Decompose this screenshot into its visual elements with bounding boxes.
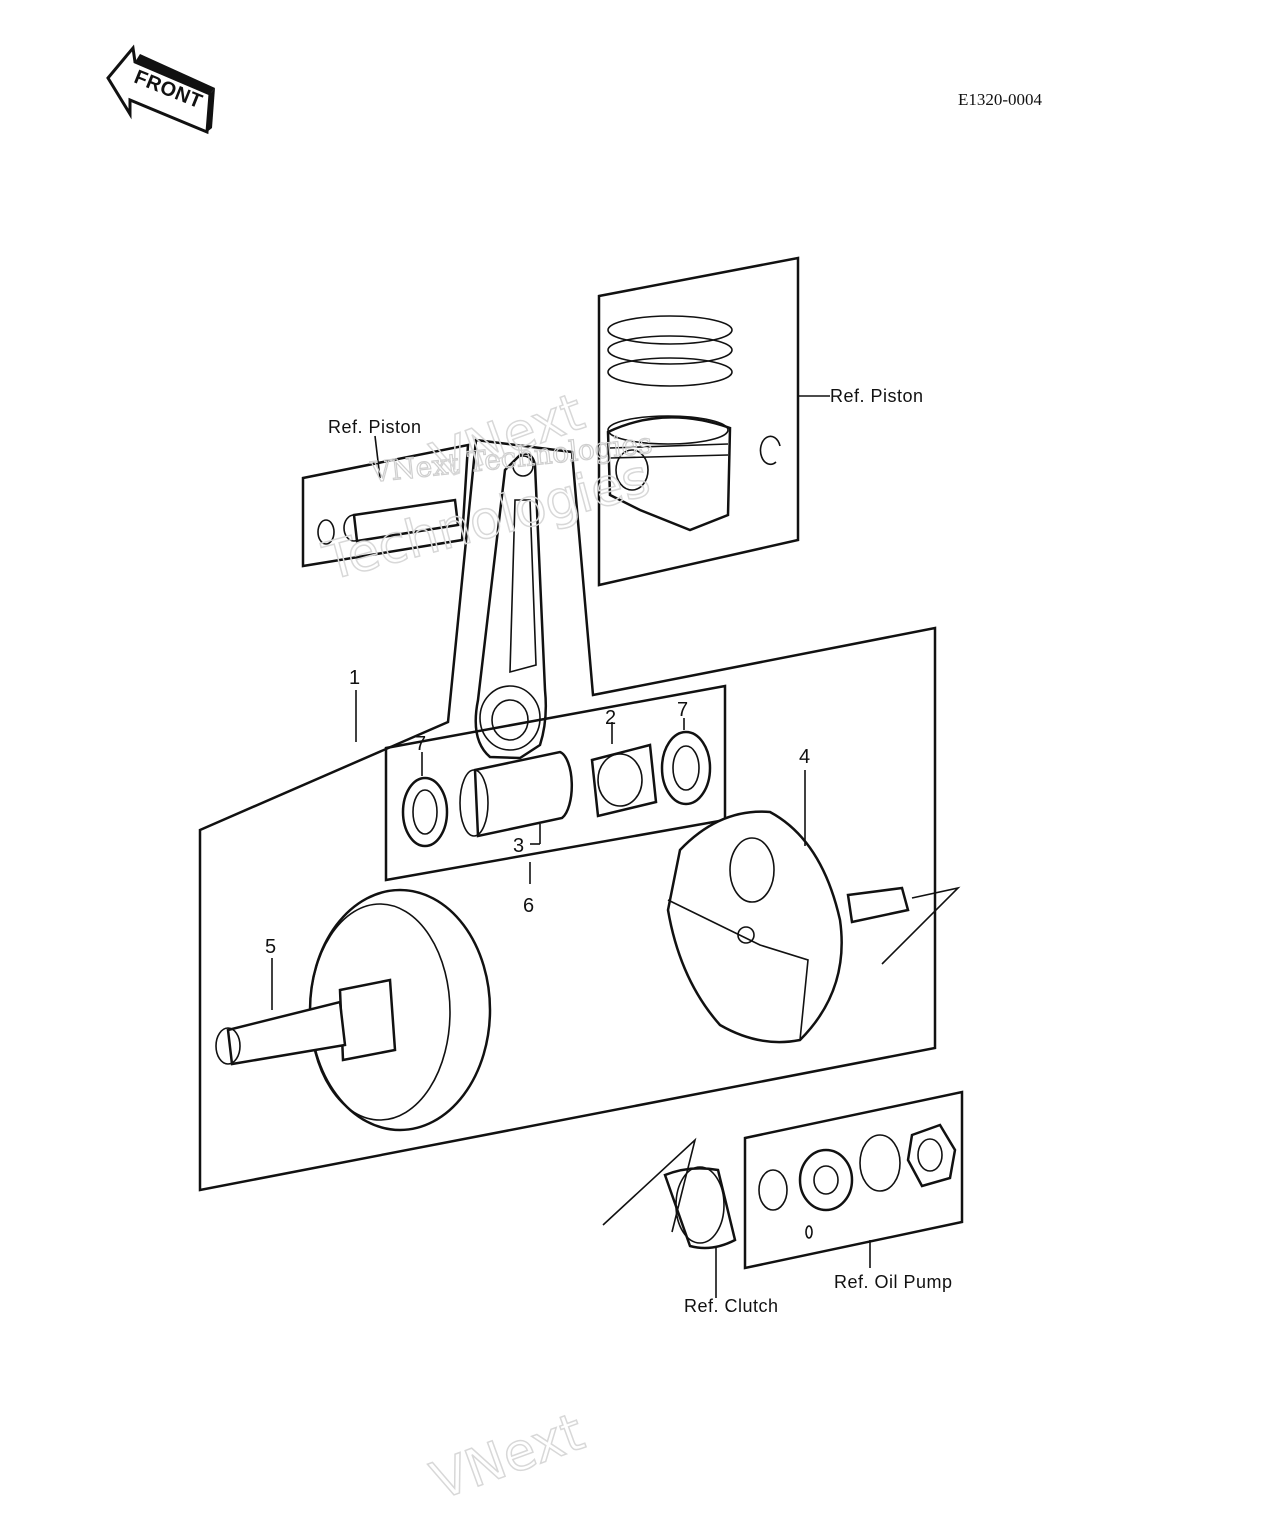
- piston-group-box: Ref. Piston: [597, 256, 924, 587]
- left-flywheel: 5: [215, 888, 492, 1132]
- connecting-rod: [474, 452, 548, 760]
- ref-oil-pump-label: Ref. Oil Pump: [834, 1272, 953, 1292]
- right-flywheel: 4: [666, 746, 961, 1044]
- crankpin-kit-box: 7 3 2 7 6: [384, 684, 727, 917]
- clutch-gear: Ref. Clutch: [602, 1137, 779, 1316]
- callout-7-left: 7: [415, 733, 426, 755]
- callout-5: 5: [265, 936, 276, 958]
- callout-1: 1: [349, 667, 360, 689]
- callout-7-right: 7: [677, 699, 688, 721]
- callout-4: 4: [799, 746, 810, 768]
- front-arrow-icon: FRONT: [106, 44, 215, 135]
- oil-pump-parts-box: Ref. Oil Pump: [743, 1090, 964, 1292]
- callout-2: 2: [605, 707, 616, 729]
- ref-clutch-label: Ref. Clutch: [684, 1296, 779, 1316]
- callout-6: 6: [523, 895, 534, 917]
- watermark-vnext-bottom: VNext: [424, 1402, 592, 1512]
- diagram-code: E1320-0004: [958, 90, 1043, 109]
- ref-piston-left-label: Ref. Piston: [328, 417, 422, 437]
- ref-piston-right-label: Ref. Piston: [830, 386, 924, 406]
- crankshaft-assembly-outline: 1: [198, 438, 937, 1192]
- callout-3: 3: [513, 835, 524, 857]
- piston-pin-box: Ref. Piston: [301, 417, 470, 568]
